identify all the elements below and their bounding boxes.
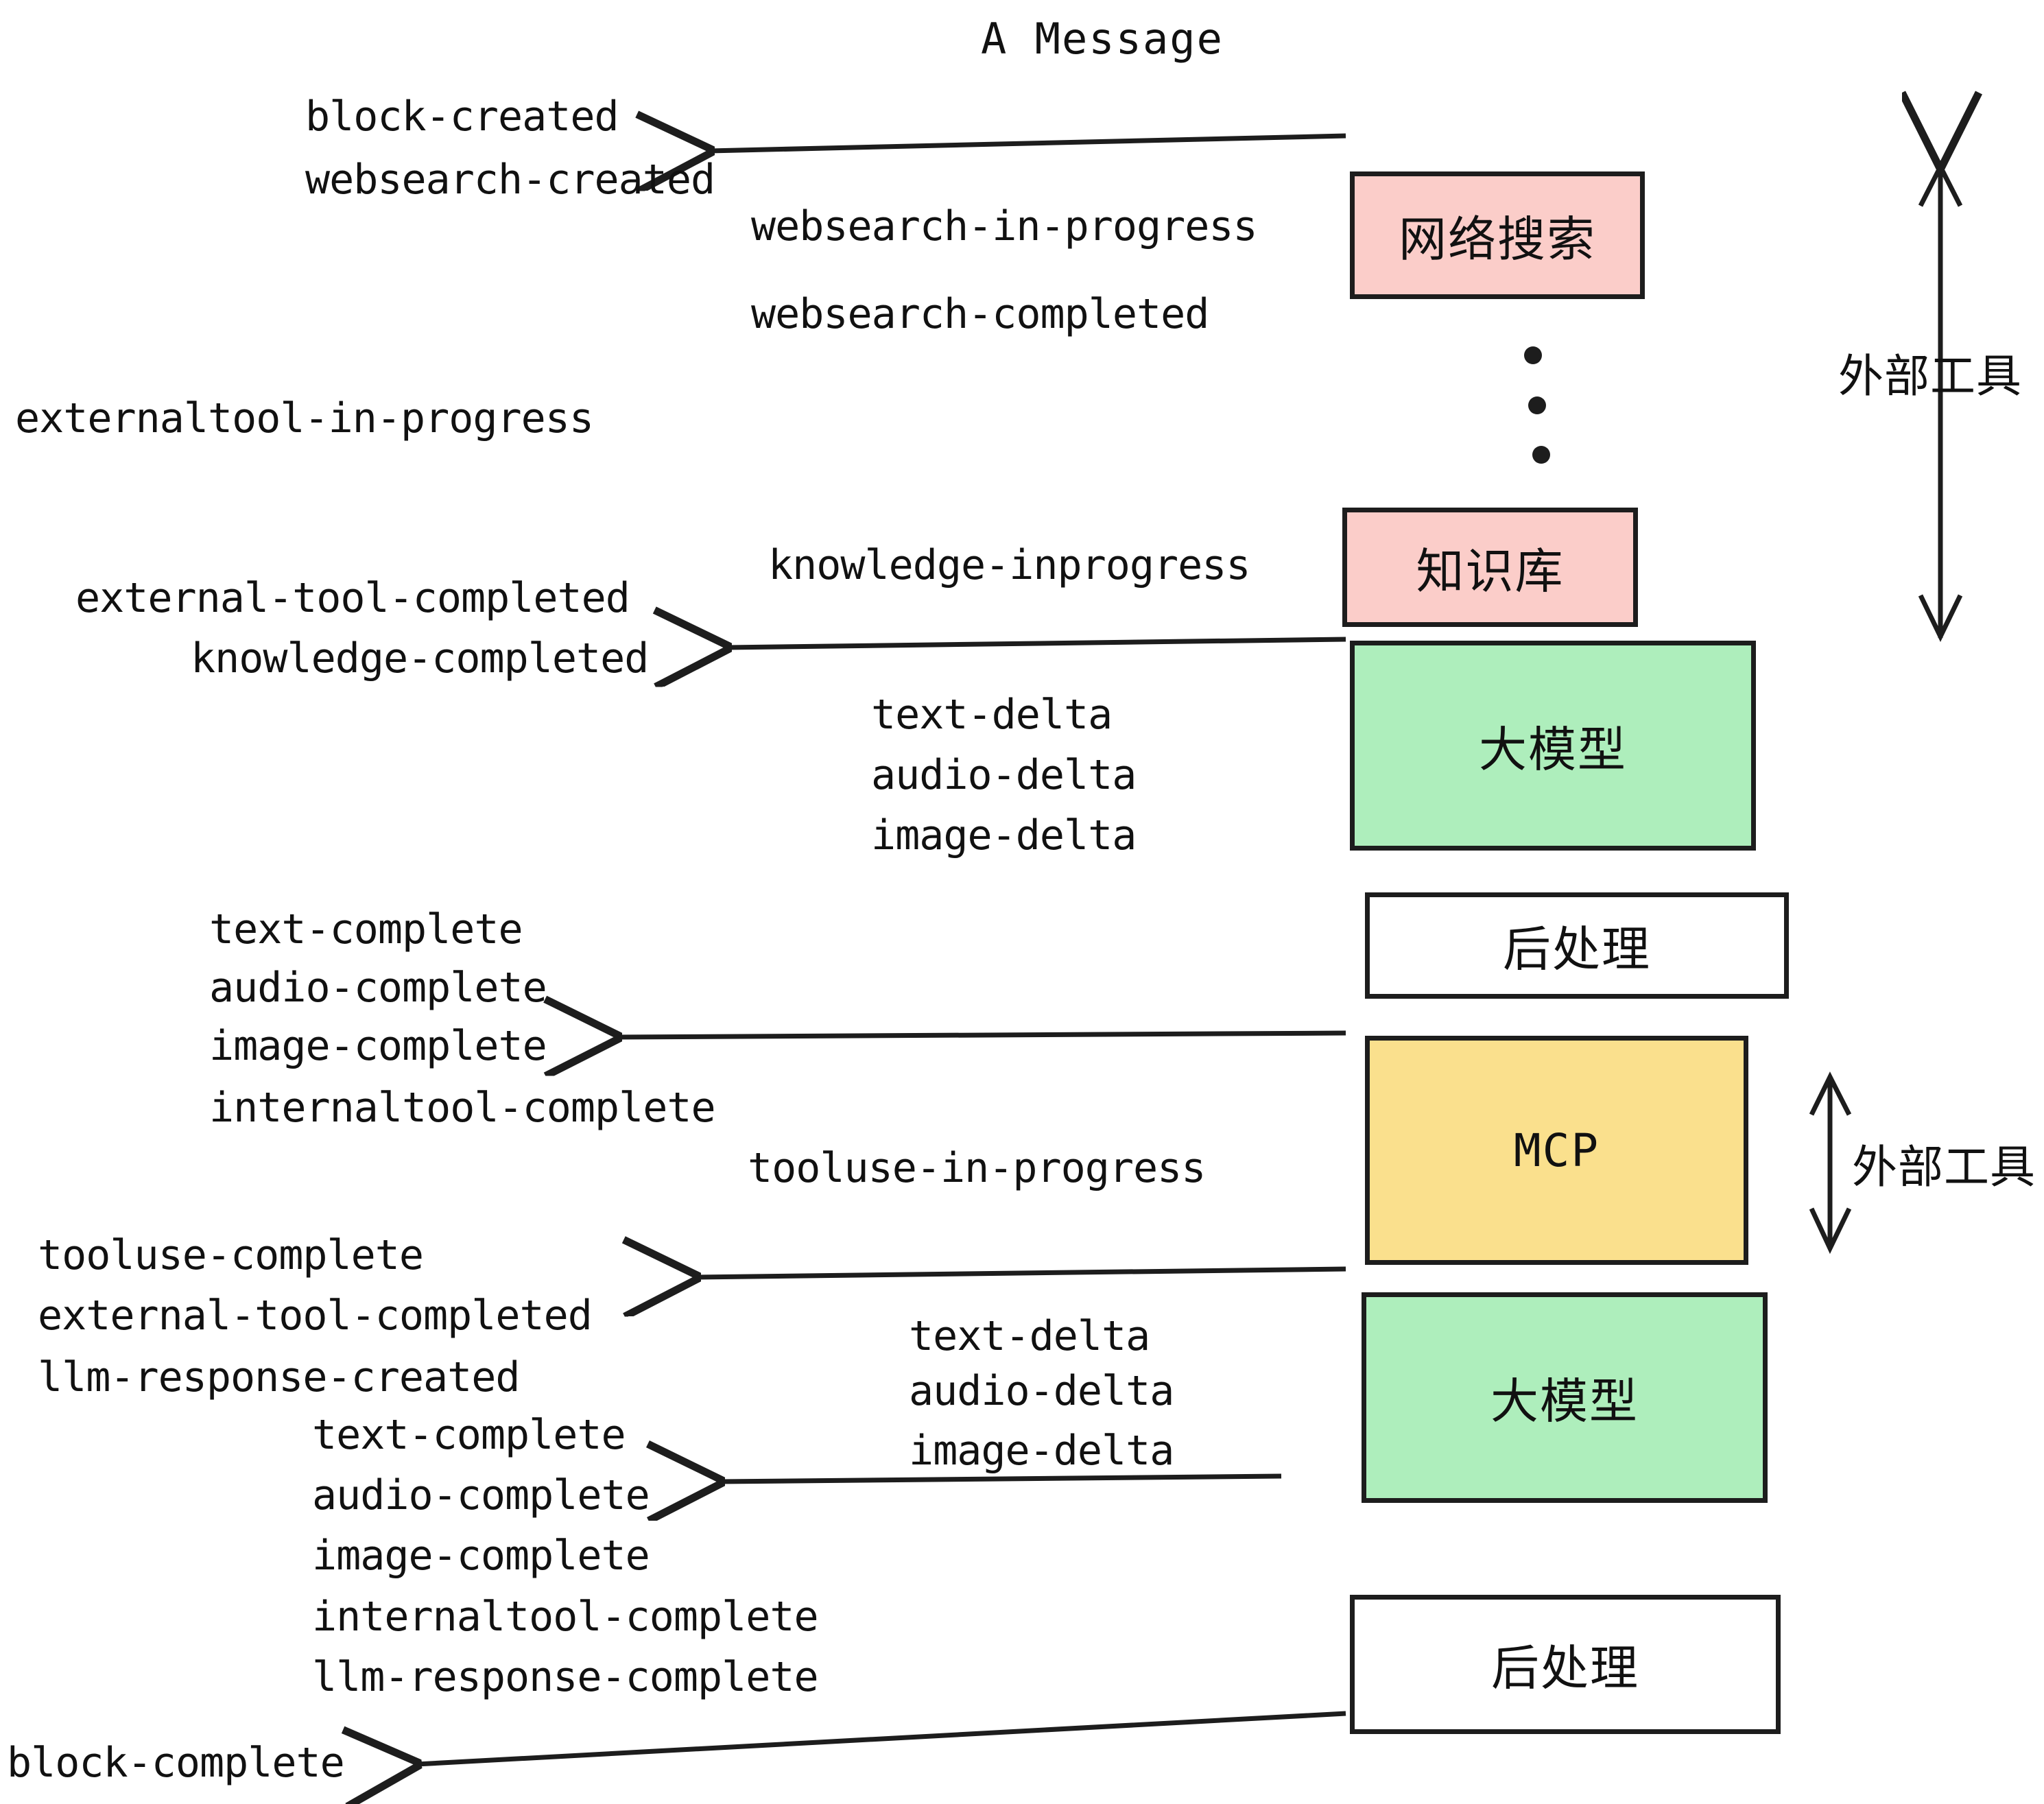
event-internaltool-complete-2: internaltool-complete [312,1593,819,1641]
arrow-mcp-to-tooluse-complete [696,1269,1346,1277]
event-knowledge-completed: knowledge-completed [191,634,649,683]
event-llm-response-complete: llm-response-complete [312,1653,819,1701]
arrow-post-to-block-complete [417,1711,1346,1764]
event-websearch-completed: websearch-completed [751,290,1209,338]
event-internaltool-complete-1: internaltool-complete [209,1084,716,1132]
ellipsis-dot [1524,346,1542,364]
external-tool-arrowhead-down-mcp [1809,1207,1852,1255]
event-block-complete: block-complete [7,1739,345,1787]
node-mcp[interactable]: MCP [1365,1036,1748,1265]
external-tool-arrowhead-down-top [1918,594,1963,643]
event-audio-delta-2: audio-delta [909,1367,1174,1415]
node-postprocess-first-label: 后处理 [1503,921,1651,977]
node-llm-second[interactable]: 大模型 [1362,1292,1768,1503]
node-mcp-label: MCP [1513,1124,1600,1177]
event-block-created: block-created [305,93,619,141]
event-audio-delta-1: audio-delta [871,751,1137,799]
event-websearch-in-progress: websearch-in-progress [751,202,1258,250]
event-llm-response-created: llm-response-created [38,1353,520,1401]
event-tooluse-complete: tooluse-complete [38,1231,424,1279]
event-text-delta-1: text-delta [871,691,1113,739]
event-image-complete-2: image-complete [312,1532,650,1580]
event-audio-complete-2: audio-complete [312,1471,650,1519]
side-label-external-tool-mcp: 外部工具 [1852,1141,2036,1194]
event-websearch-created: websearch-created [305,156,715,204]
node-postprocess-second-label: 后处理 [1491,1640,1639,1696]
node-postprocess-first[interactable]: 后处理 [1365,892,1789,999]
node-websearch[interactable]: 网络搜索 [1350,171,1645,299]
node-knowledge[interactable]: 知识库 [1342,508,1638,627]
node-websearch-label: 网络搜索 [1399,211,1596,268]
node-postprocess-second[interactable]: 后处理 [1350,1595,1781,1734]
event-text-complete-1: text-complete [209,905,523,953]
side-label-external-tool-top: 外部工具 [1838,350,2022,403]
event-image-delta-2: image-delta [909,1427,1174,1475]
event-audio-complete-1: audio-complete [209,964,547,1012]
arrow-llm-to-audio-complete [720,1476,1282,1482]
ellipsis-dot [1528,396,1546,414]
event-text-delta-2: text-delta [909,1312,1150,1360]
node-llm-first-label: 大模型 [1479,721,1627,778]
external-tool-arrowhead-up-top [1918,161,1963,207]
node-llm-first[interactable]: 大模型 [1350,641,1756,851]
arrow-knowledge-to-completed [727,639,1346,648]
arrow-websearch-to-created [710,136,1346,151]
event-external-tool-completed-1: external-tool-completed [75,574,630,622]
external-tool-arrowhead-up-mcp [1809,1071,1852,1116]
event-text-complete-2: text-complete [312,1411,626,1459]
node-llm-second-label: 大模型 [1490,1373,1639,1429]
event-externaltool-in-progress: externaltool-in-progress [15,394,594,442]
arrow-post-to-image-complete [617,1033,1346,1037]
node-knowledge-label: 知识库 [1416,543,1565,600]
ellipsis-dot [1532,446,1550,464]
event-external-tool-completed-2: external-tool-completed [38,1292,593,1340]
page-title: A Message [981,14,1224,64]
event-image-complete-1: image-complete [209,1022,547,1070]
event-image-delta-1: image-delta [871,811,1137,859]
event-knowledge-inprogress: knowledge-inprogress [768,541,1250,589]
event-tooluse-in-progress: tooluse-in-progress [748,1144,1206,1192]
